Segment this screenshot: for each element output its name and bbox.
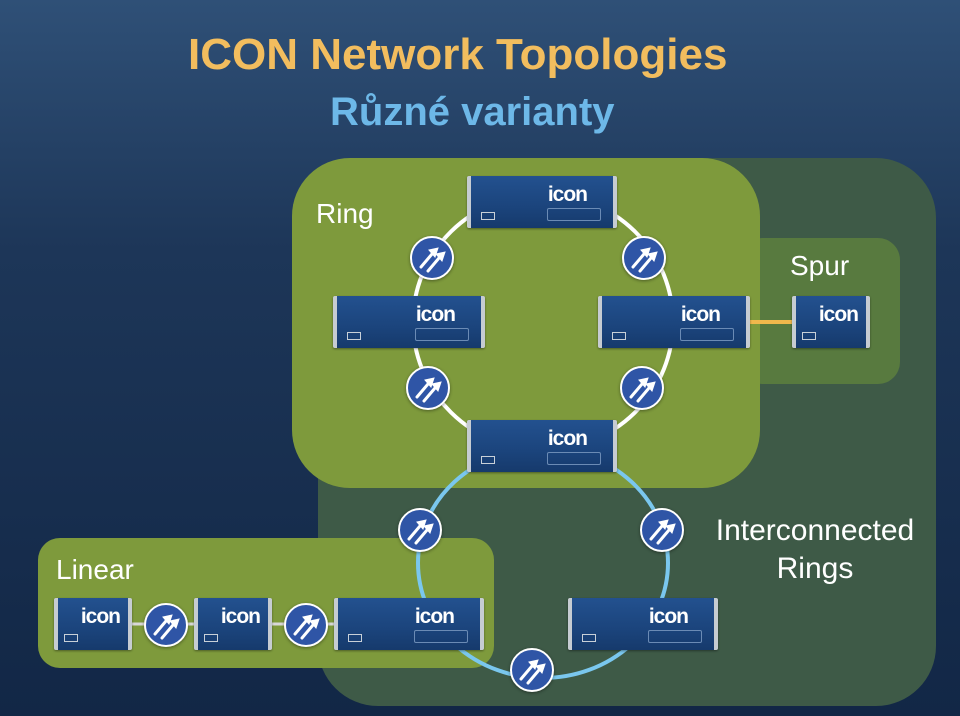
device-brand: icon bbox=[648, 605, 689, 628]
interconnected-label-line2: Rings bbox=[776, 552, 854, 585]
device-brand: icon bbox=[220, 605, 261, 628]
device-brand: icon bbox=[818, 303, 859, 326]
spur-label: Spur bbox=[790, 250, 850, 281]
amplifier-icon bbox=[640, 508, 684, 552]
device-brand: icon bbox=[414, 605, 455, 628]
device-slot bbox=[648, 630, 702, 643]
device-tag bbox=[582, 634, 596, 642]
amplifier-icon bbox=[410, 236, 454, 280]
page-title: ICON Network Topologies bbox=[188, 30, 728, 79]
ring-device-right: icon bbox=[598, 296, 750, 348]
amplifier-icon bbox=[284, 603, 328, 647]
linear-device-3: icon bbox=[334, 598, 484, 650]
device-slot bbox=[414, 630, 468, 643]
linear-device-2: icon bbox=[194, 598, 272, 650]
page-subtitle: Různé varianty bbox=[330, 90, 615, 134]
spur-device: icon bbox=[792, 296, 870, 348]
device-tag bbox=[347, 332, 361, 340]
device-brand: icon bbox=[415, 303, 456, 326]
device-tag bbox=[612, 332, 626, 340]
ring-device-bottom: icon bbox=[467, 420, 617, 472]
device-brand: icon bbox=[80, 605, 121, 628]
device-slot bbox=[680, 328, 734, 341]
interconnected-label-line1: Interconnected bbox=[715, 514, 915, 547]
device-brand: icon bbox=[547, 427, 588, 450]
device-tag bbox=[802, 332, 816, 340]
device-tag bbox=[481, 212, 495, 220]
interconnected-device: icon bbox=[568, 598, 718, 650]
device-brand: icon bbox=[547, 183, 588, 206]
amplifier-icon bbox=[510, 648, 554, 692]
ring-device-top: icon bbox=[467, 176, 617, 228]
device-tag bbox=[204, 634, 218, 642]
amplifier-icon bbox=[406, 366, 450, 410]
device-tag bbox=[481, 456, 495, 464]
amplifier-icon bbox=[622, 236, 666, 280]
amplifier-icon bbox=[620, 366, 664, 410]
device-slot bbox=[415, 328, 469, 341]
device-slot bbox=[547, 208, 601, 221]
device-tag bbox=[348, 634, 362, 642]
ring-label: Ring bbox=[316, 198, 374, 229]
amplifier-icon bbox=[144, 603, 188, 647]
amplifier-icon bbox=[398, 508, 442, 552]
device-brand: icon bbox=[680, 303, 721, 326]
linear-label: Linear bbox=[56, 554, 134, 585]
device-tag bbox=[64, 634, 78, 642]
device-slot bbox=[547, 452, 601, 465]
linear-device-1: icon bbox=[54, 598, 132, 650]
ring-device-left: icon bbox=[333, 296, 485, 348]
